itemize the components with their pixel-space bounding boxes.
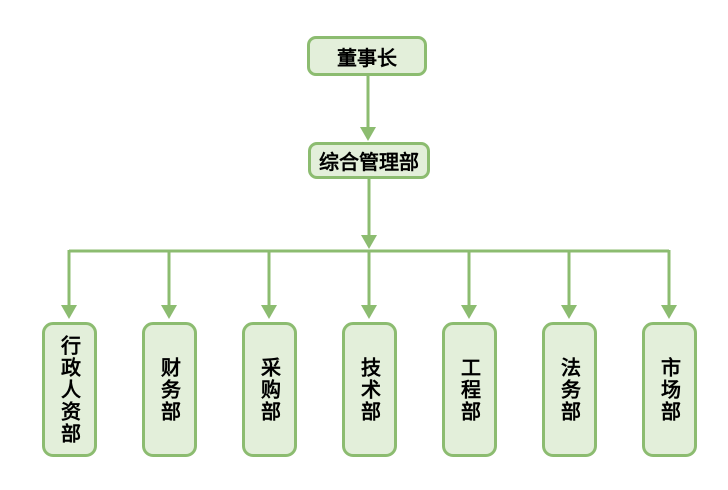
- node-general-management-label: 综合管理部: [319, 150, 419, 174]
- node-finance-label: 财务部: [157, 356, 182, 423]
- node-engineering-label: 工程部: [457, 356, 482, 423]
- node-admin-hr-label: 行政人资部: [57, 334, 82, 445]
- node-marketing-label: 市场部: [657, 356, 682, 423]
- arrowhead-legal: [561, 305, 577, 319]
- arrowhead-finance: [161, 305, 177, 319]
- arrowhead-engineering: [461, 305, 477, 319]
- node-legal[interactable]: 法务部: [542, 322, 597, 457]
- node-general-management[interactable]: 综合管理部: [308, 142, 430, 179]
- node-chairman-label: 董事长: [337, 45, 397, 70]
- node-legal-label: 法务部: [557, 356, 582, 423]
- node-technology[interactable]: 技术部: [342, 322, 397, 457]
- arrowhead-to-management: [360, 127, 376, 141]
- node-engineering[interactable]: 工程部: [442, 322, 497, 457]
- node-admin-hr[interactable]: 行政人资部: [42, 322, 97, 457]
- arrowhead-to-bus: [361, 235, 377, 249]
- node-purchasing-label: 采购部: [257, 356, 282, 423]
- arrowhead-purchasing: [261, 305, 277, 319]
- arrowhead-admin-hr: [61, 305, 77, 319]
- node-marketing[interactable]: 市场部: [642, 322, 697, 457]
- node-finance[interactable]: 财务部: [142, 322, 197, 457]
- arrowhead-technology: [361, 305, 377, 319]
- node-purchasing[interactable]: 采购部: [242, 322, 297, 457]
- node-chairman[interactable]: 董事长: [307, 36, 427, 76]
- node-technology-label: 技术部: [357, 356, 382, 423]
- arrowhead-marketing: [661, 305, 677, 319]
